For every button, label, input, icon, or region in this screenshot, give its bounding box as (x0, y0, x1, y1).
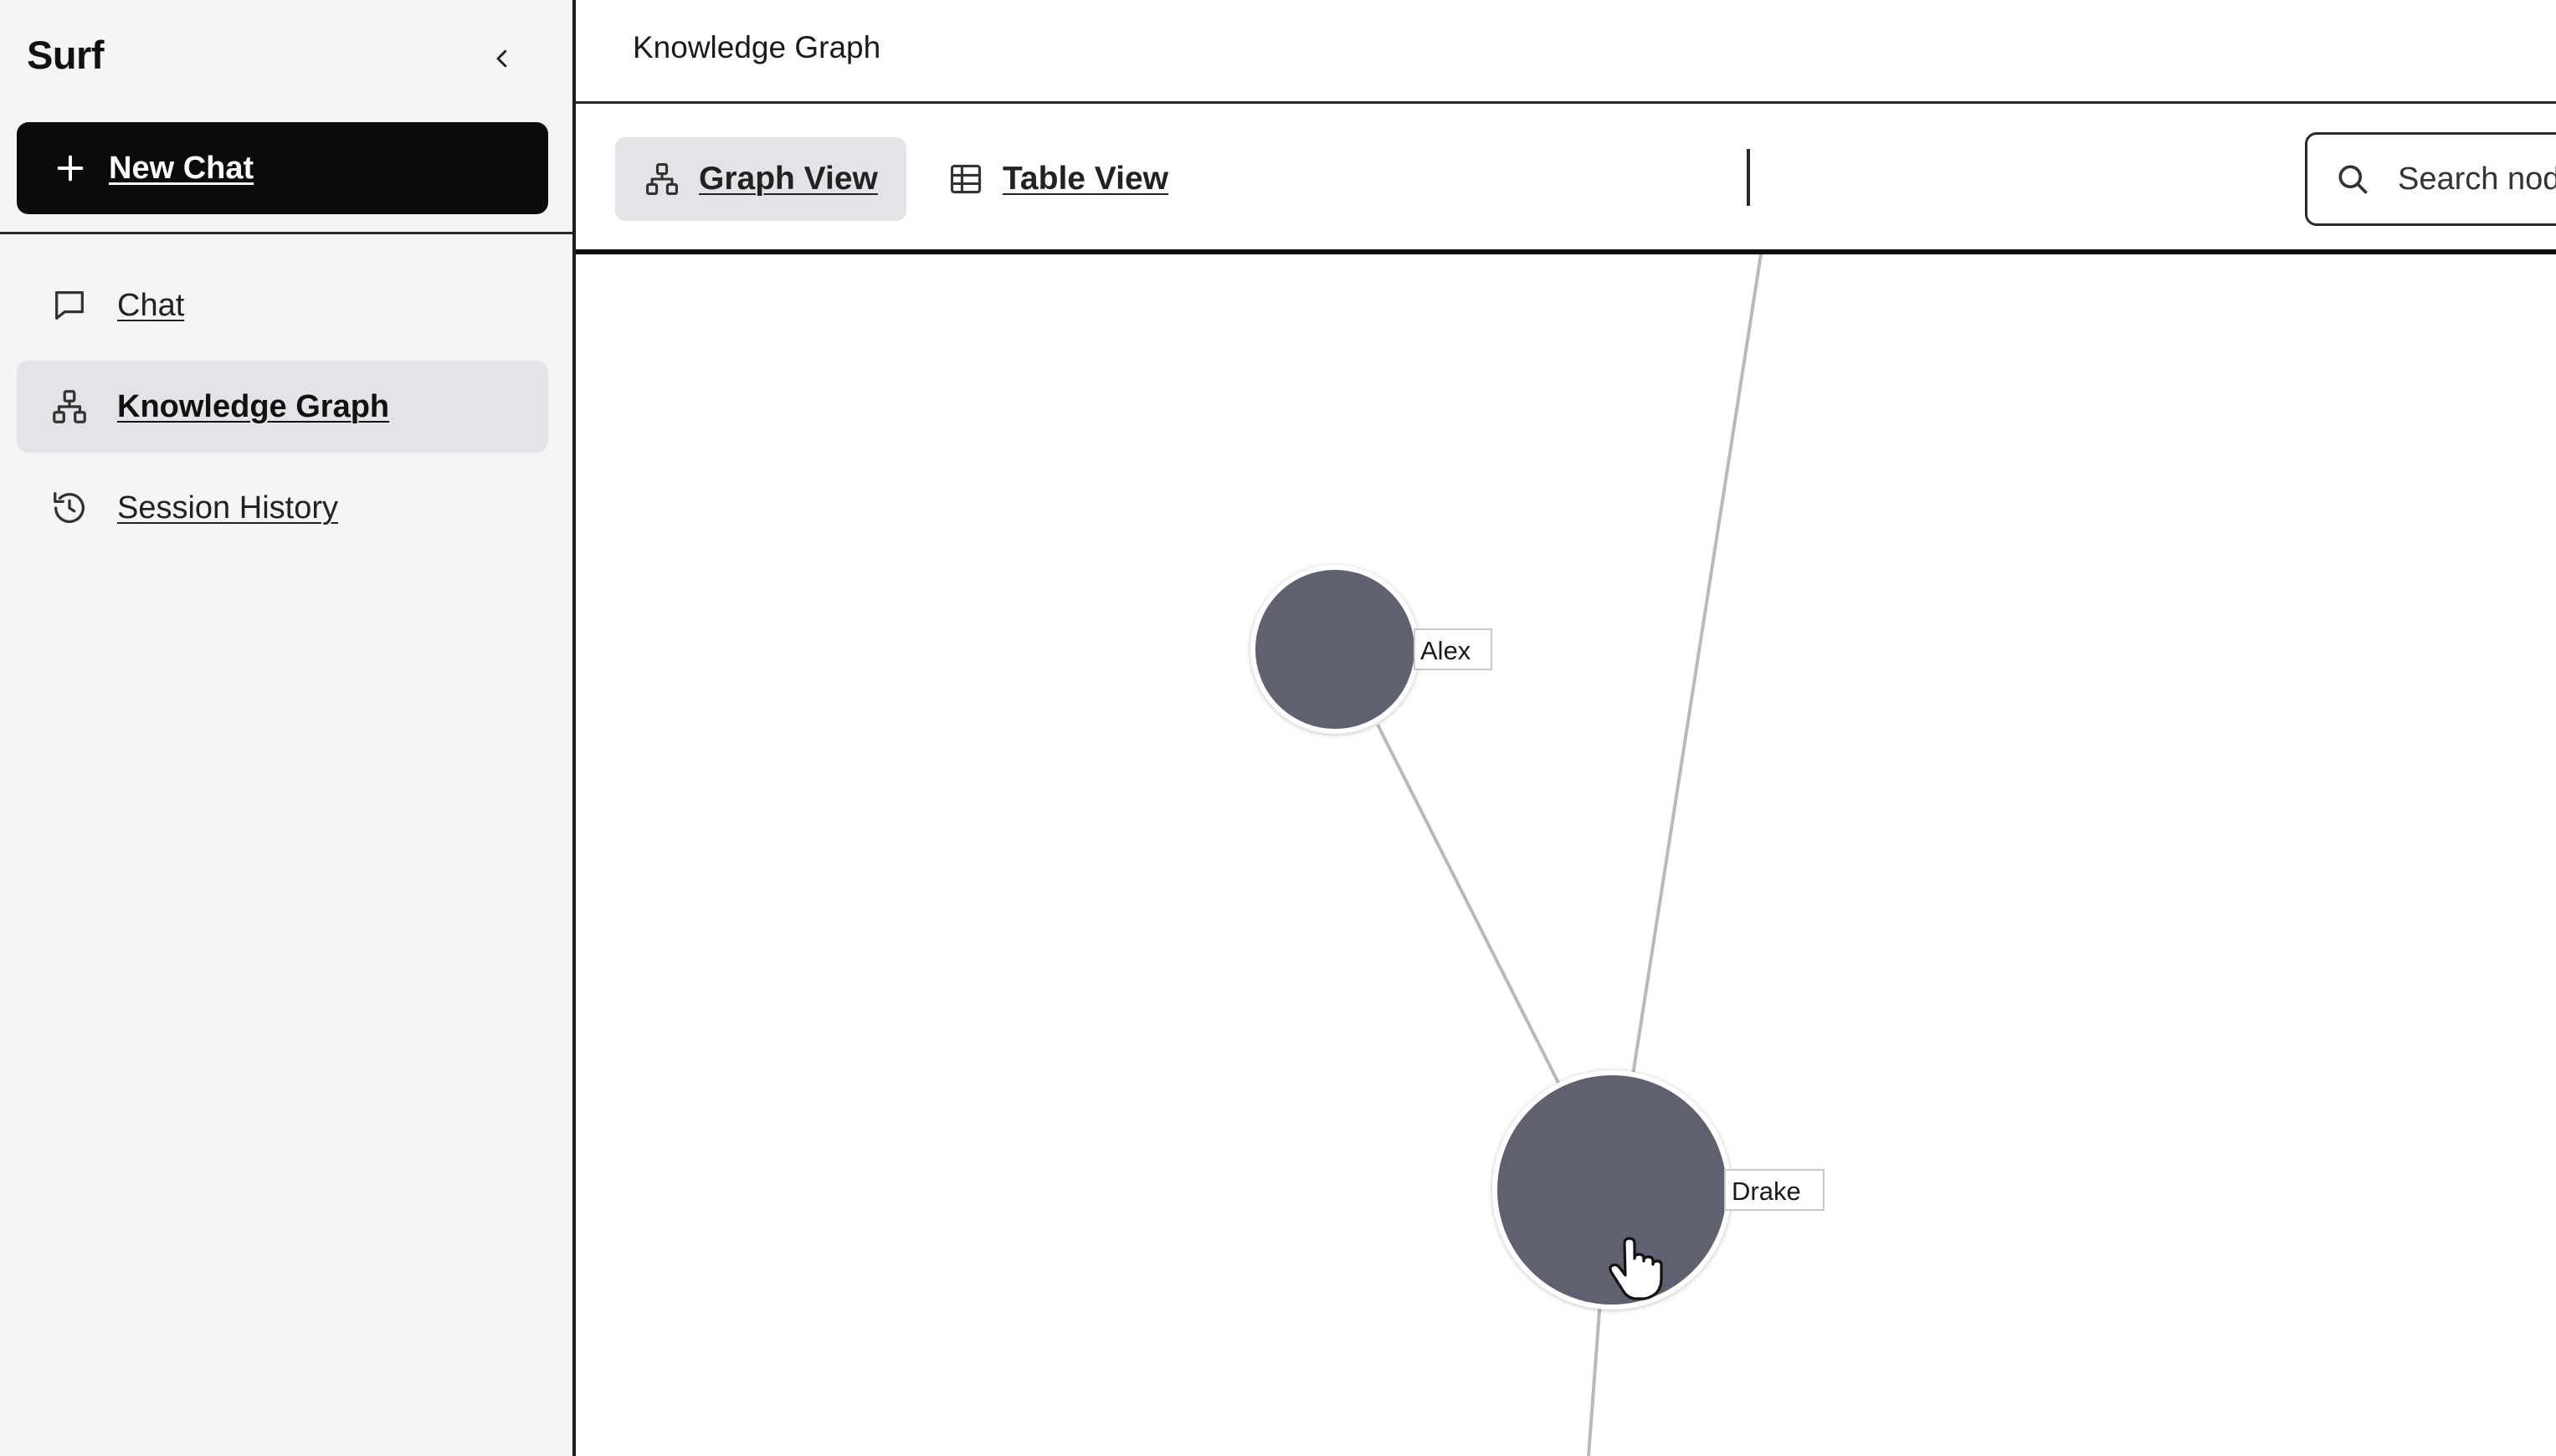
node-label-box (1414, 628, 1492, 670)
collapse-sidebar-button[interactable] (482, 38, 522, 79)
chat-icon (50, 286, 89, 325)
tab-label: Table View (1003, 161, 1168, 197)
sidebar-item-label: Session History (117, 490, 338, 525)
new-chat-button[interactable]: New Chat (17, 122, 548, 214)
header: Knowledge Graph (576, 0, 2556, 104)
tab-graph-view[interactable]: Graph View (615, 137, 906, 221)
search-nodes-box[interactable] (2305, 132, 2556, 226)
new-chat-label: New Chat (109, 150, 254, 186)
graph-edge-offscreen-bottom (1587, 1300, 1602, 1456)
sidebar-item-label: Knowledge Graph (117, 388, 390, 424)
history-icon (50, 489, 89, 527)
chevron-left-icon (496, 49, 507, 68)
sidebar-item-knowledge-graph[interactable]: Knowledge Graph (17, 361, 548, 453)
graph-edge-alex-drake (1376, 724, 1560, 1084)
node-label-box (1724, 1169, 1825, 1211)
graph-icon (50, 387, 89, 426)
plus-icon (57, 155, 84, 182)
tab-table-view[interactable]: Table View (919, 137, 1197, 221)
node-label-drake: Drake (1732, 1177, 1801, 1206)
graph-edge-offscreen-top (1629, 254, 1763, 1092)
app-name: Surf (27, 33, 105, 77)
hand-cursor-icon (1609, 1237, 1663, 1300)
node-label-alex: Alex (1420, 636, 1471, 665)
view-toolbar: Graph View Table View (576, 104, 2556, 254)
graph-node-alex[interactable]: Alex (1250, 565, 1492, 734)
toolbar-divider (1747, 149, 1750, 206)
graph-canvas[interactable]: Alex Drake (576, 254, 2556, 1456)
sidebar-item-chat[interactable]: Chat (17, 259, 548, 351)
search-icon (2338, 165, 2368, 194)
table-icon (947, 161, 984, 197)
graph-node-drake[interactable]: Drake (1492, 1070, 1825, 1310)
sidebar-header: Surf New Chat (0, 0, 572, 234)
sidebar: Surf New Chat Chat (0, 0, 576, 1456)
sidebar-item-label: Chat (117, 287, 185, 323)
sidebar-item-session-history[interactable]: Session History (17, 462, 548, 554)
page-title: Knowledge Graph (633, 30, 881, 64)
graph-icon (644, 161, 680, 197)
sidebar-nav: Chat Knowledge Graph Sessio (17, 259, 548, 563)
main-panel: Knowledge Graph Graph View Table Vie (576, 0, 2556, 1456)
graph-svg[interactable]: Alex Drake (576, 254, 2556, 1456)
tab-label: Graph View (699, 161, 878, 197)
search-nodes-input[interactable] (2396, 160, 2556, 198)
